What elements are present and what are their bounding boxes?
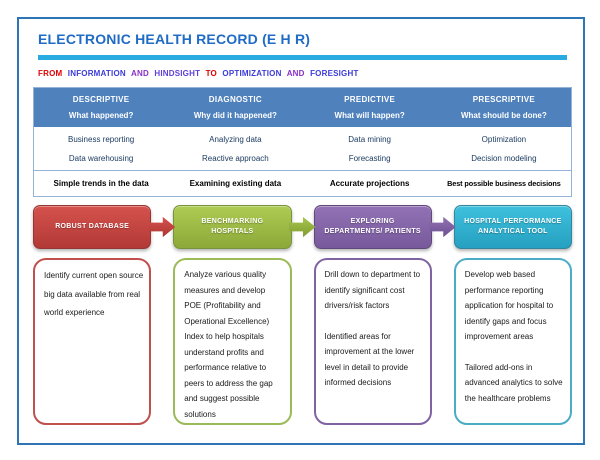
table-header-prescriptive: PRESCRIPTIVE What should be done? [436,88,571,127]
subtitle-word: INFORMATION [67,69,126,78]
note-paragraph: Tailored add-ons in advanced analytics t… [464,362,563,403]
column-title: DESCRIPTIVE [72,95,130,104]
note-benchmarking-hospitals: Analyze various quality measures and dev… [173,258,292,425]
table-summary: Best possible business decisions [436,170,571,196]
column-question: Why did it happened? [193,111,277,120]
subtitle-word: HINDSIGHT [154,69,201,78]
column-title: PREDICTIVE [344,95,396,104]
column-title: DIAGNOSTIC [208,95,262,104]
table-header-descriptive: DESCRIPTIVE What happened? [34,88,169,127]
flow-step-benchmarking-hospitals: BENCHMARKING HOSPITALS [173,205,292,249]
table-header-predictive: PREDICTIVE What will happen? [302,88,437,127]
subtitle-word: FORESIGHT [310,69,359,78]
flow-step-robust-database: ROBUST DATABASE [33,205,152,249]
note-robust-database: Identify current open source big data av… [33,258,152,425]
note-paragraph: Analyze various quality measures and dev… [184,270,273,419]
right-arrow-icon [429,216,456,238]
analytics-table: DESCRIPTIVE What happened? DIAGNOSTIC Wh… [33,87,572,197]
table-item: Forecasting [348,154,391,163]
table-summary: Accurate projections [302,170,437,196]
table-item: Analyzing data [209,135,262,144]
table-item: Reactive approach [202,154,269,163]
subtitle-word: AND [130,69,149,78]
table-header-diagnostic: DIAGNOSTIC Why did it happened? [168,88,303,127]
process-flow: ROBUST DATABASE BENCHMARKING HOSPITALS E… [33,205,572,249]
table-item: Optimization [481,135,527,144]
page-title: ELECTRONIC HEALTH RECORD (E H R) [38,31,311,47]
column-question: What will happen? [334,111,405,120]
table-item: Business reporting [67,135,135,144]
table-item: Data warehousing [68,154,134,163]
column-question: What happened? [68,111,134,120]
column-title: PRESCRIPTIVE [472,95,536,104]
note-paragraph: Develop web based performance reporting … [464,270,554,341]
note-paragraph: Identify current open source big data av… [44,271,144,317]
note-paragraph: Identified areas for improvement at the … [324,331,415,388]
flow-step-hospital-performance-tool: HOSPITAL PERFORMANCE ANALYTICAL TOOL [453,205,572,249]
right-arrow-icon [289,216,316,238]
note-paragraph: Drill down to department to identify sig… [324,270,421,310]
table-cell-items: Optimization Decision modeling [437,127,571,170]
title-accent-bar [38,55,567,60]
subtitle-word: TO [205,69,217,78]
table-summary: Examining existing data [168,170,303,196]
subtitle-word: OPTIMIZATION [222,69,282,78]
table-summary: Simple trends in the data [34,170,169,196]
subtitle-word: AND [286,69,305,78]
flow-step-exploring-departments: EXPLORING DEPARTMENTS/ PATIENTS [313,205,432,249]
table-cell-items: Business reporting Data warehousing [34,127,168,170]
right-arrow-icon [149,216,176,238]
note-exploring-departments: Drill down to department to identify sig… [313,258,432,425]
note-hospital-performance-tool: Develop web based performance reporting … [453,258,572,425]
subtitle-word: FROM [38,69,63,78]
column-question: What should be done? [460,111,547,120]
table-cell-items: Analyzing data Reactive approach [168,127,302,170]
table-item: Decision modeling [471,154,537,163]
table-item: Data mining [348,135,391,144]
table-cell-items: Data mining Forecasting [303,127,437,170]
detail-notes: Identify current open source big data av… [33,258,572,425]
subtitle-line: FROM INFORMATION AND HINDSIGHT TO OPTIMI… [38,69,567,78]
slide-frame: ELECTRONIC HEALTH RECORD (E H R) FROM IN… [17,17,585,445]
